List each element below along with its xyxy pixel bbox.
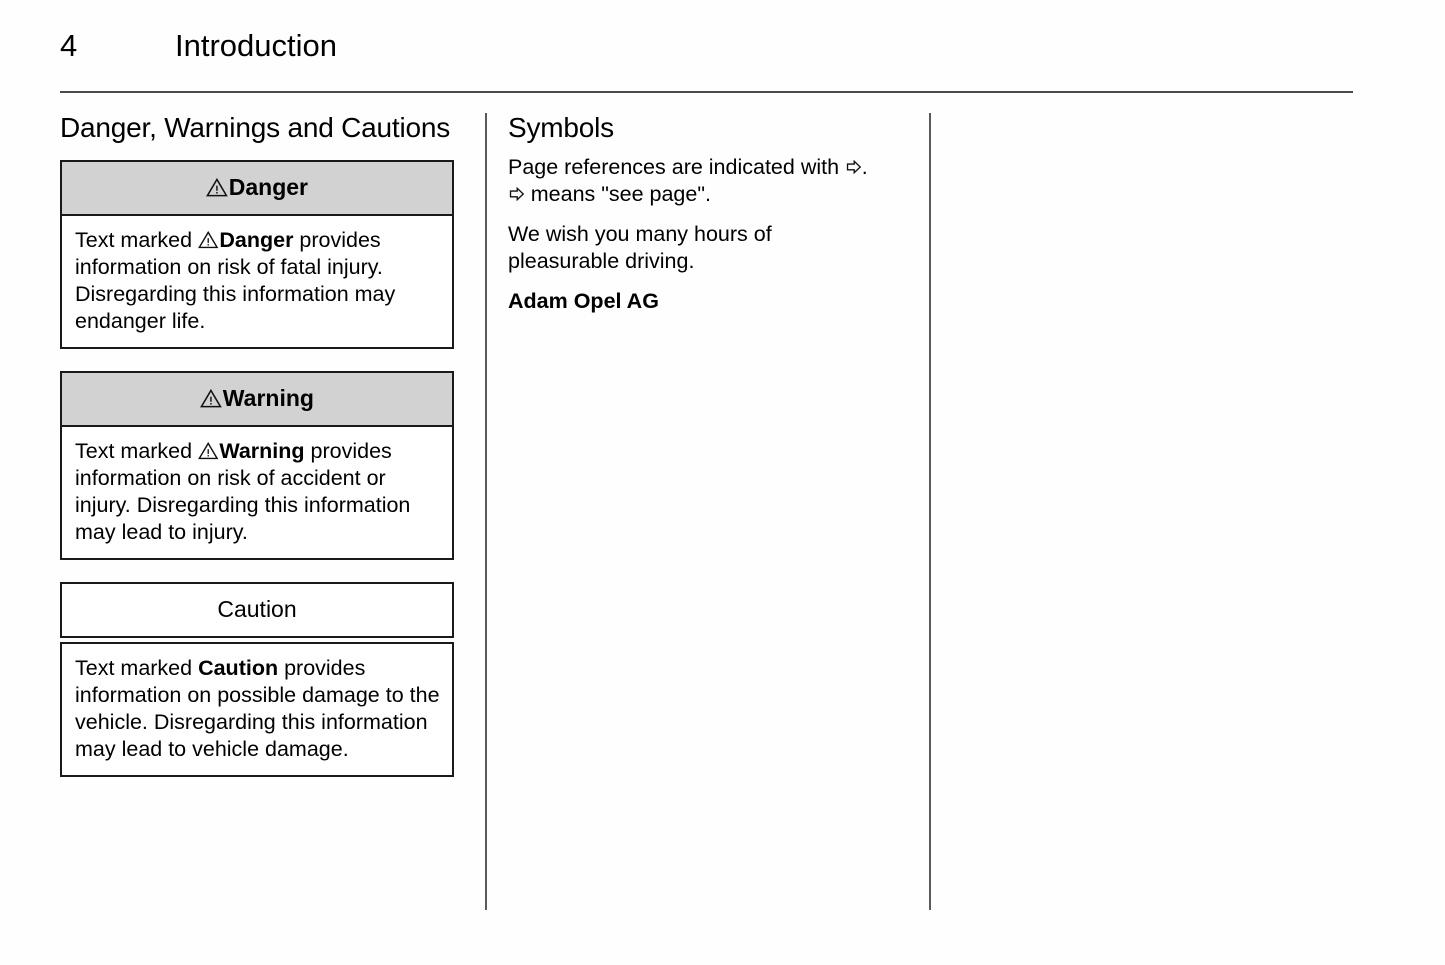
notice-body-danger: Text marked Danger provides information … xyxy=(60,216,454,349)
warning-triangle-icon xyxy=(198,441,219,460)
notice-body-suffix-caution: provides information on possible damage … xyxy=(75,656,440,761)
notice-body-suffix-warning: provides information on risk of accident… xyxy=(75,439,411,544)
notice-header-label-warning: Warning xyxy=(222,385,314,411)
notice-body-keyword-warning: Warning xyxy=(219,439,305,463)
notice-body-keyword-danger: Danger xyxy=(219,228,294,252)
notice-box-warning: Warning Text marked Warning provides inf… xyxy=(60,371,454,560)
header-rule xyxy=(60,91,1353,93)
warning-triangle-icon xyxy=(200,388,222,408)
section-heading-danger-warnings-cautions: Danger, Warnings and Cautions xyxy=(60,112,451,143)
column-divider-left xyxy=(485,113,487,910)
notice-body-prefix-warning: Text marked xyxy=(75,439,199,463)
notice-body-keyword-caution: Caution xyxy=(198,656,279,680)
notice-header-label-caution: Caution xyxy=(217,596,297,622)
page-reference-text-a: Page references are indicated with xyxy=(508,155,846,179)
symbols-paragraph-page-references: Page references are indicated with . mea… xyxy=(508,154,908,208)
right-arrow-icon xyxy=(508,186,525,202)
right-arrow-icon xyxy=(845,159,862,175)
notice-header-caution: Caution xyxy=(60,582,454,638)
warning-triangle-icon xyxy=(198,230,219,249)
notice-body-warning: Text marked Warning provides information… xyxy=(60,427,454,560)
left-column: Danger, Warnings and Cautions Danger Tex… xyxy=(60,110,460,799)
notice-header-label-danger: Danger xyxy=(228,174,308,200)
page-reference-text-b: . xyxy=(861,155,868,179)
column-divider-right xyxy=(929,113,931,910)
notice-box-caution: Caution Text marked Caution provides inf… xyxy=(60,582,454,777)
symbols-paragraph-closing: We wish you many hours of pleasurable dr… xyxy=(508,222,772,273)
page-header: 4 Introduction xyxy=(60,22,1353,70)
notice-body-prefix-caution: Text marked xyxy=(75,656,199,680)
section-heading-symbols: Symbols xyxy=(508,112,614,143)
notice-body-caution: Text marked Caution provides information… xyxy=(60,642,454,777)
middle-column: Symbols Page references are indicated wi… xyxy=(508,110,908,315)
company-signature: Adam Opel AG xyxy=(508,289,659,313)
warning-triangle-icon xyxy=(206,177,228,197)
notice-header-warning: Warning xyxy=(60,371,454,427)
notice-body-prefix-danger: Text marked xyxy=(75,228,199,252)
notice-box-danger: Danger Text marked Danger provides infor… xyxy=(60,160,454,349)
notice-body-suffix-danger: provides information on risk of fatal in… xyxy=(75,228,396,333)
notice-header-danger: Danger xyxy=(60,160,454,216)
page-reference-text-c: means "see page". xyxy=(524,182,711,206)
page-number: 4 xyxy=(60,28,78,63)
chapter-title: Introduction xyxy=(175,28,337,63)
